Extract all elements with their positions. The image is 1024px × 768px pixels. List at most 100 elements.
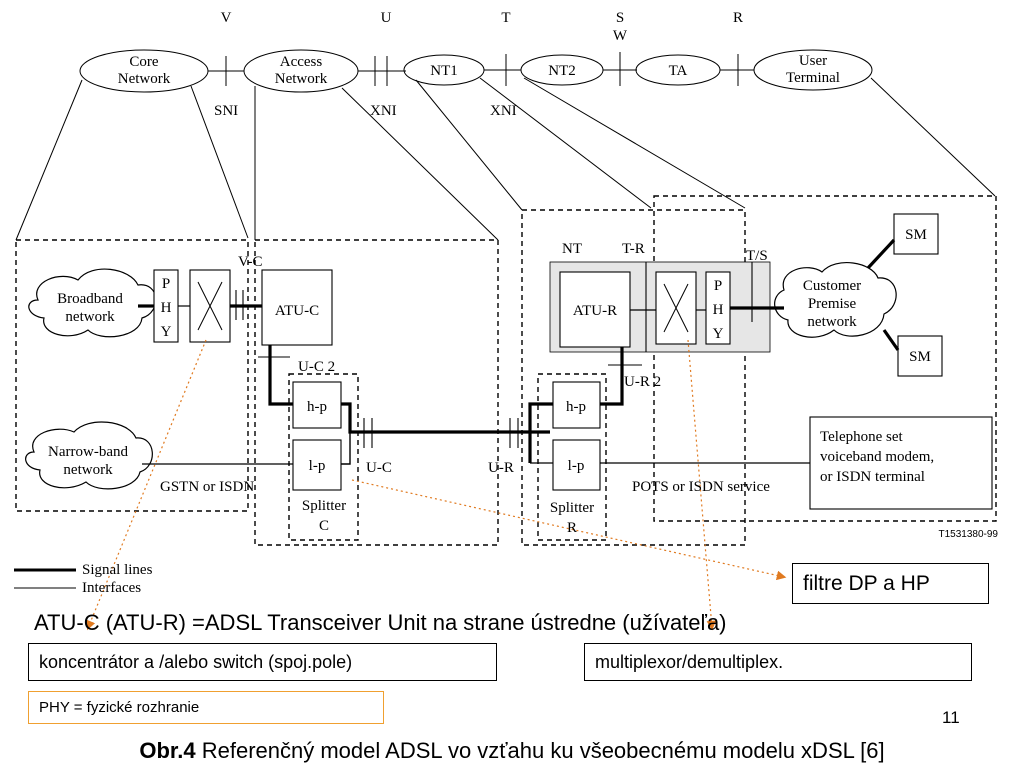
thick-ur-hp — [528, 402, 553, 463]
interface-t-label: T — [501, 10, 510, 26]
sm-box-top — [893, 213, 939, 255]
nt-label: NT — [562, 241, 582, 257]
arrow-to-filters — [351, 479, 787, 581]
note-concentrator-text: koncentrátor a /alebo switch (spoj.pole) — [39, 651, 353, 672]
ur-label: U-R — [488, 460, 514, 476]
projection-line — [415, 79, 523, 211]
nt1-node — [403, 54, 485, 86]
user-terminal-node — [753, 49, 873, 91]
atu-definition-text: ATU-C (ATU-R) =ADSL Transceiver Unit na … — [34, 610, 727, 635]
note-phy-box: PHY = fyzické rozhranie — [28, 691, 384, 724]
crossconnect-block-r — [655, 271, 697, 345]
hp-filter-r — [552, 381, 601, 429]
splitter-r-label-1: Splitter — [550, 500, 594, 516]
nt1-label: NT1 — [430, 63, 458, 79]
telephone-box — [809, 416, 993, 510]
sni-label: SNI — [214, 103, 238, 119]
splitter-c-box — [288, 373, 359, 541]
interface-s-label: S — [616, 10, 624, 26]
hp-filter-c — [292, 381, 342, 429]
page-number: 11 — [942, 708, 960, 727]
projection-line — [523, 77, 746, 209]
nt2-label: NT2 — [548, 63, 576, 79]
thick-hp-ur — [341, 402, 550, 434]
projection-line — [479, 77, 652, 209]
projection-line — [15, 79, 83, 241]
hp-r-label: h-p — [566, 399, 586, 415]
projection-line — [341, 87, 499, 241]
ts-label: T/S — [746, 248, 768, 264]
atu-c-label: ATU-C — [275, 303, 319, 319]
vc-label: V-C — [238, 254, 262, 270]
access-network-label-1: Access — [280, 54, 323, 70]
phy-c-letter-h: H — [161, 300, 172, 316]
ta-label: TA — [669, 63, 688, 79]
narrowband-label-1: Narrow-band — [48, 444, 128, 460]
telephone-label-1: Telephone set — [820, 429, 904, 445]
narrowband-cloud — [25, 421, 153, 490]
phy-r-letter-y: Y — [713, 326, 724, 342]
thick-customer-sm-bottom — [882, 329, 900, 351]
customer-label-1: Customer — [803, 278, 861, 294]
telephone-label-3: or ISDN terminal — [820, 469, 925, 485]
nt2-node — [520, 54, 604, 86]
projection-line — [190, 85, 249, 239]
access-network-label-2: Network — [275, 71, 328, 87]
ta-node — [635, 54, 721, 86]
user-terminal-label-2: Terminal — [786, 70, 840, 86]
note-filters-text: filtre DP a HP — [803, 571, 930, 595]
note-filters-box: filtre DP a HP — [792, 563, 989, 604]
reference-code: T1531380-99 — [939, 529, 999, 540]
core-network-node — [79, 49, 209, 93]
lp-filter-r — [552, 439, 601, 491]
atu-r-label: ATU-R — [573, 303, 617, 319]
lp-r-label: l-p — [568, 458, 585, 474]
customer-label-2: Premise — [808, 296, 857, 312]
phy-r-letter-p: P — [714, 278, 722, 294]
lp-c-label: l-p — [309, 458, 326, 474]
uc2-label: U-C 2 — [298, 359, 335, 375]
note-mux-text: multiplexor/demultiplex. — [595, 651, 784, 672]
thick-hp-atur — [600, 347, 624, 406]
xni-left-label: XNI — [370, 103, 397, 119]
interface-w-label: W — [613, 28, 628, 44]
caption-bold: Obr.4 — [139, 738, 196, 763]
thick-atuc-hp — [268, 345, 293, 406]
sm-bottom-label: SM — [909, 349, 931, 365]
crossconnect-symbol-r — [663, 283, 689, 333]
splitter-r-label-2: R — [567, 520, 577, 536]
figure-caption: Obr.4 Referenčný model ADSL vo vzťahu ku… — [0, 738, 1024, 764]
phy-block-c — [153, 269, 179, 343]
broadband-label-2: network — [65, 309, 115, 325]
user-terminal-label-1: User — [799, 53, 827, 69]
narrowband-label-2: network — [63, 462, 113, 478]
ur2-label: U-R 2 — [624, 374, 661, 390]
customer-region — [653, 195, 997, 522]
gstn-label: GSTN or ISDN — [160, 479, 254, 495]
note-concentrator-box: koncentrátor a /alebo switch (spoj.pole) — [28, 643, 497, 681]
note-phy-text: PHY = fyzické rozhranie — [39, 699, 200, 716]
crossconnect-symbol-c — [197, 281, 223, 331]
nt-region — [521, 209, 746, 546]
arrow-to-concentrator — [86, 339, 207, 631]
core-network-label-2: Network — [118, 71, 171, 87]
core-network-label-1: Core — [129, 54, 159, 70]
access-network-node — [243, 49, 359, 93]
hp-c-label: h-p — [307, 399, 327, 415]
thick-customer-sm-top — [866, 238, 896, 270]
splitter-c-label-1: Splitter — [302, 498, 346, 514]
phy-c-letter-p: P — [162, 276, 170, 292]
interface-u-label: U — [381, 10, 392, 26]
atu-c-block — [261, 269, 333, 346]
broadband-cloud — [28, 268, 157, 338]
caption-text: Referenčný model ADSL vo vzťahu ku všeob… — [195, 738, 885, 763]
pots-label: POTS or ISDN service — [632, 479, 770, 495]
xni-right-label: XNI — [490, 103, 517, 119]
phy-r-letter-h: H — [713, 302, 724, 318]
telephone-label-2: voiceband modem, — [820, 449, 934, 465]
legend-signal-label: Signal lines — [82, 562, 153, 578]
interface-v-label: V — [221, 10, 232, 26]
thin-lp-join — [341, 432, 351, 465]
sm-top-label: SM — [905, 227, 927, 243]
